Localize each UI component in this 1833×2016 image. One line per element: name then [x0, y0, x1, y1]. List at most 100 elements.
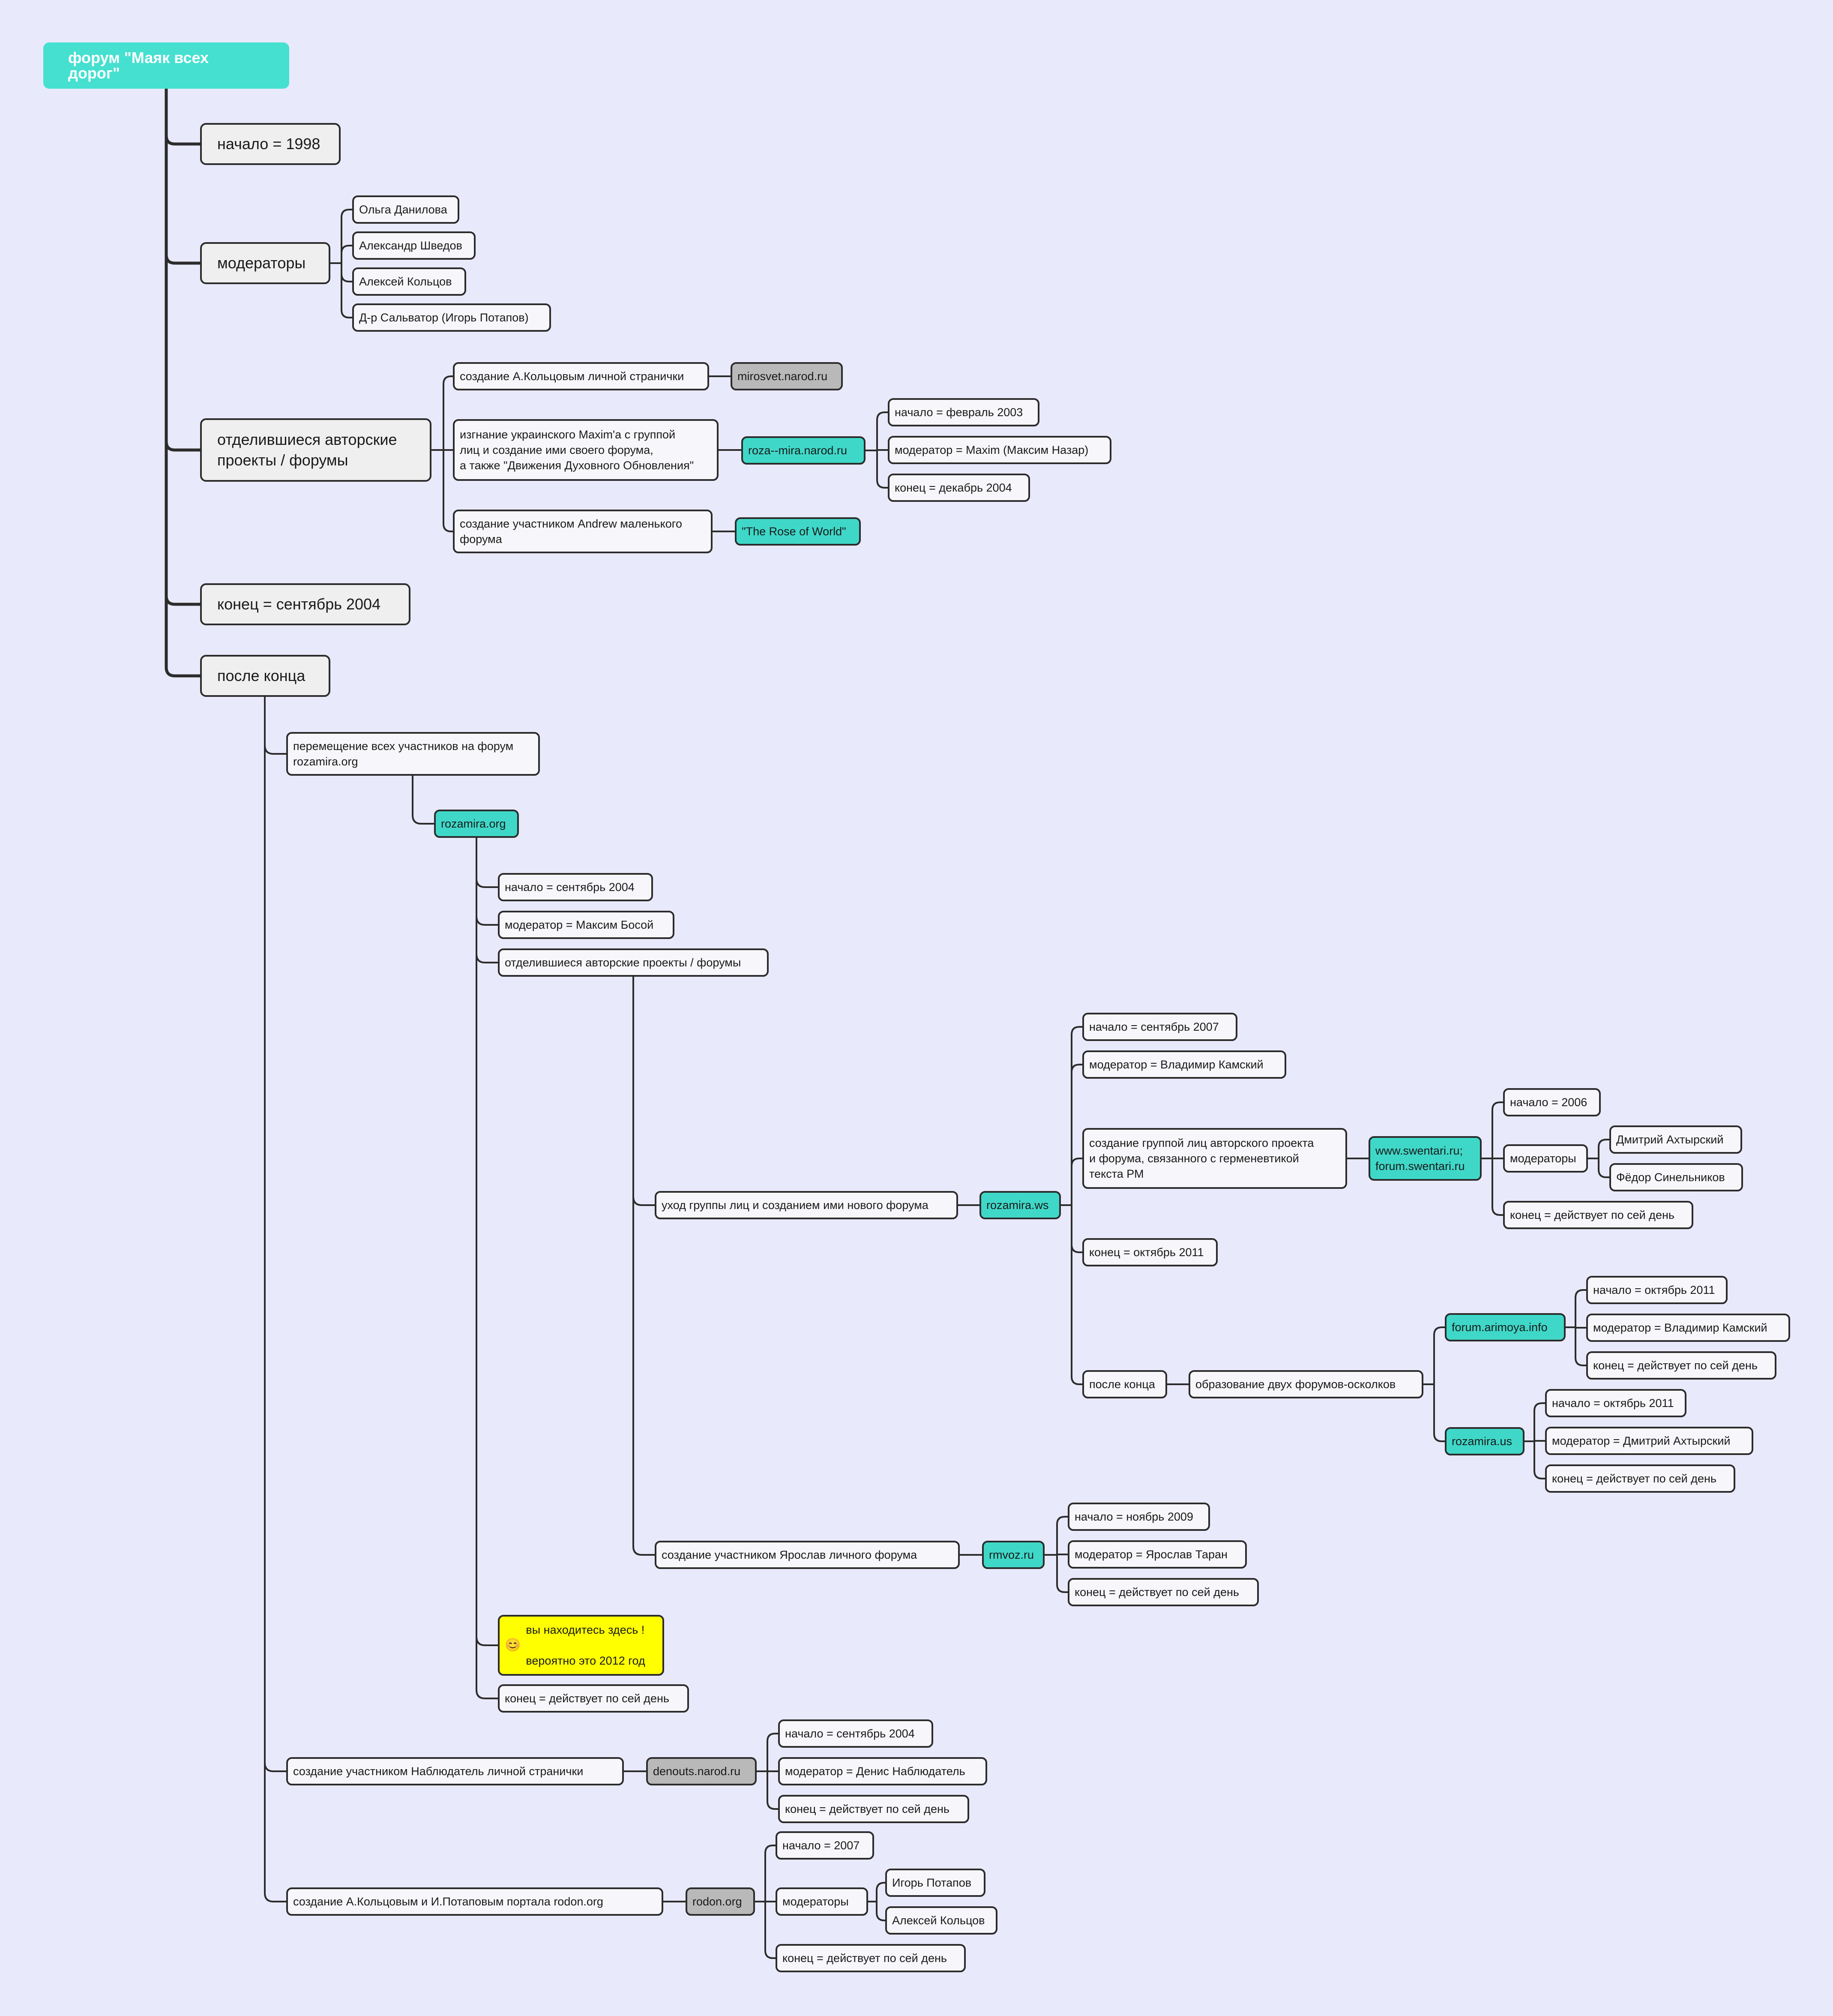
moderator-item[interactable]: Ольга Данилова — [352, 195, 459, 224]
moderator-item[interactable]: Д-р Сальватор (Игорь Потапов) — [352, 303, 551, 332]
connector-line — [876, 1901, 886, 1921]
node-rmvoz-start[interactable]: начало = ноябрь 2009 — [1068, 1503, 1210, 1531]
node-denouts-end[interactable]: конец = действует по сей день — [778, 1795, 969, 1823]
node-rozamira-us[interactable]: rozamira.us — [1445, 1427, 1525, 1455]
node-rozamira-ws[interactable]: rozamira.ws — [979, 1191, 1061, 1219]
node-rmvoz-end[interactable]: конец = действует по сей день — [1068, 1578, 1259, 1606]
connector-line — [1433, 1383, 1446, 1442]
node-start-1998[interactable]: начало = 1998 — [200, 123, 341, 165]
connector-line — [632, 976, 656, 1206]
connector-line — [1598, 1139, 1610, 1159]
moderator-item[interactable]: Игорь Потапов — [885, 1869, 985, 1897]
node-rozamira-org-moderator[interactable]: модератор = Максим Босой — [498, 911, 674, 939]
connector-line — [341, 262, 353, 282]
connector-line — [1575, 1289, 1587, 1328]
connector-line — [632, 976, 656, 1556]
node-moderators[interactable]: модераторы — [200, 242, 330, 284]
connector-line — [1533, 1440, 1546, 1479]
you-are-here-text: вы находитесь здесь ! вероятно это 2012 … — [526, 1623, 645, 1667]
root-node[interactable]: форум "Маяк всех дорог" — [43, 42, 289, 89]
node-roza-end[interactable]: конец = декабрь 2004 — [888, 474, 1030, 502]
node-roza-moderator[interactable]: модератор = Maxim (Максим Назар) — [888, 436, 1111, 464]
connector-line — [165, 87, 202, 678]
connector-line — [476, 837, 499, 1699]
node-splinter-projects[interactable]: отделившиеся авторские проекты / форумы — [200, 418, 431, 482]
node-rozamira-org-splinter[interactable]: отделившиеся авторские проекты / форумы — [498, 948, 769, 977]
node-mirosvet[interactable]: mirosvet.narod.ru — [731, 362, 843, 390]
connector-line — [1071, 1064, 1083, 1206]
node-two-fragments[interactable]: образование двух форумов-осколков — [1189, 1370, 1423, 1398]
connector-line — [767, 1770, 779, 1810]
node-rodon[interactable]: rodon.org — [686, 1887, 755, 1916]
node-arimoya[interactable]: forum.arimoya.info — [1445, 1313, 1566, 1341]
node-us-end[interactable]: конец = действует по сей день — [1545, 1464, 1735, 1493]
node-denouts-moderator[interactable]: модератор = Денис Наблюдатель — [778, 1757, 987, 1785]
node-us-moderator[interactable]: модератор = Дмитрий Ахтырский — [1545, 1427, 1753, 1455]
connector-line — [341, 209, 353, 264]
node-after-end[interactable]: после конца — [200, 655, 330, 697]
moderator-item[interactable]: Алексей Кольцов — [885, 1906, 997, 1935]
node-rmvoz-moderator[interactable]: модератор = Ярослав Таран — [1068, 1540, 1247, 1569]
connector-line — [443, 449, 454, 532]
moderator-item[interactable]: Фёдор Синельников — [1609, 1163, 1743, 1191]
node-arimoya-start[interactable]: начало = октябрь 2011 — [1586, 1276, 1728, 1304]
node-end-2004[interactable]: конец = сентябрь 2004 — [200, 583, 410, 625]
connector-line — [412, 775, 435, 825]
node-koltsov-page[interactable]: создание А.Кольцовым личной странички — [453, 362, 709, 390]
node-group-leave[interactable]: уход группы лиц и созданием ими нового ф… — [655, 1191, 958, 1219]
connector-line — [876, 1882, 886, 1902]
node-rozamira-org[interactable]: rozamira.org — [434, 810, 519, 838]
node-roza-start[interactable]: начало = февраль 2003 — [888, 398, 1039, 426]
node-yaroslav-forum[interactable]: создание участником Ярослав личного фору… — [655, 1541, 960, 1569]
connector-line — [1056, 1516, 1069, 1556]
connector-line — [476, 837, 499, 926]
connector-line — [341, 262, 353, 318]
node-roza-mira-narod[interactable]: roza--mira.narod.ru — [741, 436, 866, 465]
node-rodon-moderators[interactable]: модераторы — [776, 1887, 868, 1916]
node-ws-start[interactable]: начало = сентябрь 2007 — [1082, 1013, 1237, 1041]
connector-line — [1575, 1326, 1587, 1366]
connector-line — [341, 245, 353, 264]
node-ws-after-end[interactable]: после конца — [1082, 1370, 1167, 1398]
node-swentari-start[interactable]: начало = 2006 — [1503, 1088, 1601, 1116]
node-observer-page[interactable]: создание участником Наблюдатель личной с… — [286, 1757, 624, 1785]
node-rodon-start[interactable]: начало = 2007 — [776, 1831, 874, 1860]
connector-line — [1071, 1204, 1083, 1385]
node-ws-end[interactable]: конец = октябрь 2011 — [1082, 1238, 1218, 1266]
node-swentari[interactable]: www.swentari.ru; forum.swentari.ru — [1369, 1136, 1482, 1181]
node-rodon-end[interactable]: конец = действует по сей день — [776, 1944, 966, 1972]
node-you-are-here[interactable]: 😊 вы находитесь здесь ! вероятно это 2012… — [498, 1615, 664, 1676]
connector-line — [165, 87, 202, 606]
connector-line — [1433, 1326, 1446, 1385]
smile-emoji-icon: 😊 — [505, 1638, 521, 1652]
node-rodon-portal[interactable]: создание А.Кольцовым и И.Потаповым порта… — [286, 1887, 663, 1916]
connector-line — [264, 696, 287, 1772]
node-rozamira-org-start[interactable]: начало = сентябрь 2004 — [498, 873, 653, 901]
connector-line — [876, 411, 889, 451]
node-rose-of-world[interactable]: "The Rose of World" — [735, 517, 861, 546]
node-arimoya-end[interactable]: конец = действует по сей день — [1586, 1351, 1776, 1380]
connector-line — [764, 1845, 776, 1902]
node-denouts-start[interactable]: начало = сентябрь 2004 — [778, 1719, 933, 1748]
connector-line — [476, 837, 499, 963]
node-andrew-forum[interactable]: создание участником Andrew маленького фо… — [453, 510, 713, 553]
connector-line — [764, 1901, 776, 1959]
connector-line — [165, 87, 202, 265]
node-move-participants[interactable]: перемещение всех участников на форум roz… — [286, 732, 540, 776]
node-ws-group-project[interactable]: создание группой лиц авторского проекта … — [1082, 1128, 1347, 1189]
moderator-item[interactable]: Александр Шведов — [352, 231, 476, 260]
moderator-item[interactable]: Дмитрий Ахтырский — [1609, 1125, 1742, 1154]
node-swentari-end[interactable]: конец = действует по сей день — [1503, 1201, 1693, 1229]
connector-line — [1071, 1158, 1083, 1206]
node-arimoya-moderator[interactable]: модератор = Владимир Камский — [1586, 1314, 1790, 1342]
node-ws-moderator[interactable]: модератор = Владимир Камский — [1082, 1050, 1286, 1079]
node-rozamira-org-end[interactable]: конец = действует по сей день — [498, 1684, 689, 1713]
connector-line — [476, 837, 499, 1646]
node-denouts[interactable]: denouts.narod.ru — [646, 1757, 757, 1785]
moderator-item[interactable]: Алексей Кольцов — [352, 267, 466, 296]
node-maxim-exile[interactable]: изгнание украинского Maxim'a с группой л… — [453, 419, 719, 481]
node-swentari-moderators[interactable]: модераторы — [1503, 1144, 1588, 1173]
node-us-start[interactable]: начало = октябрь 2011 — [1545, 1389, 1686, 1417]
node-rmvoz[interactable]: rmvoz.ru — [982, 1541, 1045, 1569]
